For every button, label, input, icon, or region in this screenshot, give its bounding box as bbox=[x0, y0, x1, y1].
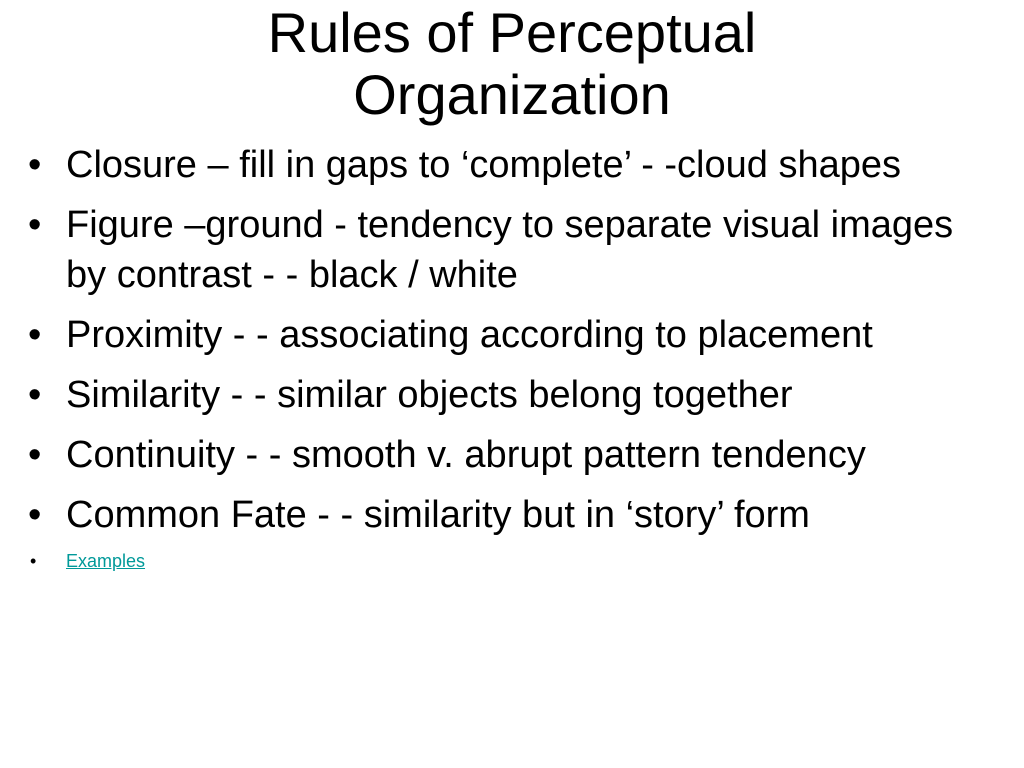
bullet-text: Figure –ground - tendency to separate vi… bbox=[66, 204, 954, 296]
bullet-text: Similarity - - similar objects belong to… bbox=[66, 374, 793, 416]
bullet-item-continuity: • Continuity - - smooth v. abrupt patter… bbox=[0, 430, 1000, 480]
bullet-item-common-fate: • Common Fate - - similarity but in ‘sto… bbox=[0, 490, 1000, 540]
bullet-list: • Closure – fill in gaps to ‘complete’ -… bbox=[0, 140, 1000, 574]
bullet-item-figure-ground: • Figure –ground - tendency to separate … bbox=[0, 200, 1000, 300]
bullet-item-closure: • Closure – fill in gaps to ‘complete’ -… bbox=[0, 140, 1000, 190]
bullet-item-examples: • Examples bbox=[0, 548, 1000, 574]
bullet-item-similarity: • Similarity - - similar objects belong … bbox=[0, 370, 1000, 420]
bullet-dot-icon: • bbox=[28, 144, 42, 186]
slide-title-line-2: Organization bbox=[353, 63, 671, 126]
slide-title-line-1: Rules of Perceptual bbox=[267, 1, 757, 64]
bullet-item-proximity: • Proximity - - associating according to… bbox=[0, 310, 1000, 360]
examples-link[interactable]: Examples bbox=[66, 551, 146, 571]
bullet-dot-icon: • bbox=[28, 374, 42, 416]
bullet-text: Continuity - - smooth v. abrupt pattern … bbox=[66, 434, 866, 476]
bullet-text: Proximity - - associating according to p… bbox=[66, 314, 873, 356]
bullet-text: Closure – fill in gaps to ‘complete’ - -… bbox=[66, 144, 901, 186]
bullet-text: Common Fate - - similarity but in ‘story… bbox=[66, 494, 810, 536]
bullet-dot-icon: • bbox=[28, 314, 42, 356]
slide-title: Rules of Perceptual Organization bbox=[0, 2, 1024, 126]
bullet-dot-icon: • bbox=[30, 551, 37, 571]
bullet-dot-icon: • bbox=[28, 204, 42, 246]
bullet-dot-icon: • bbox=[28, 494, 42, 536]
bullet-dot-icon: • bbox=[28, 434, 42, 476]
